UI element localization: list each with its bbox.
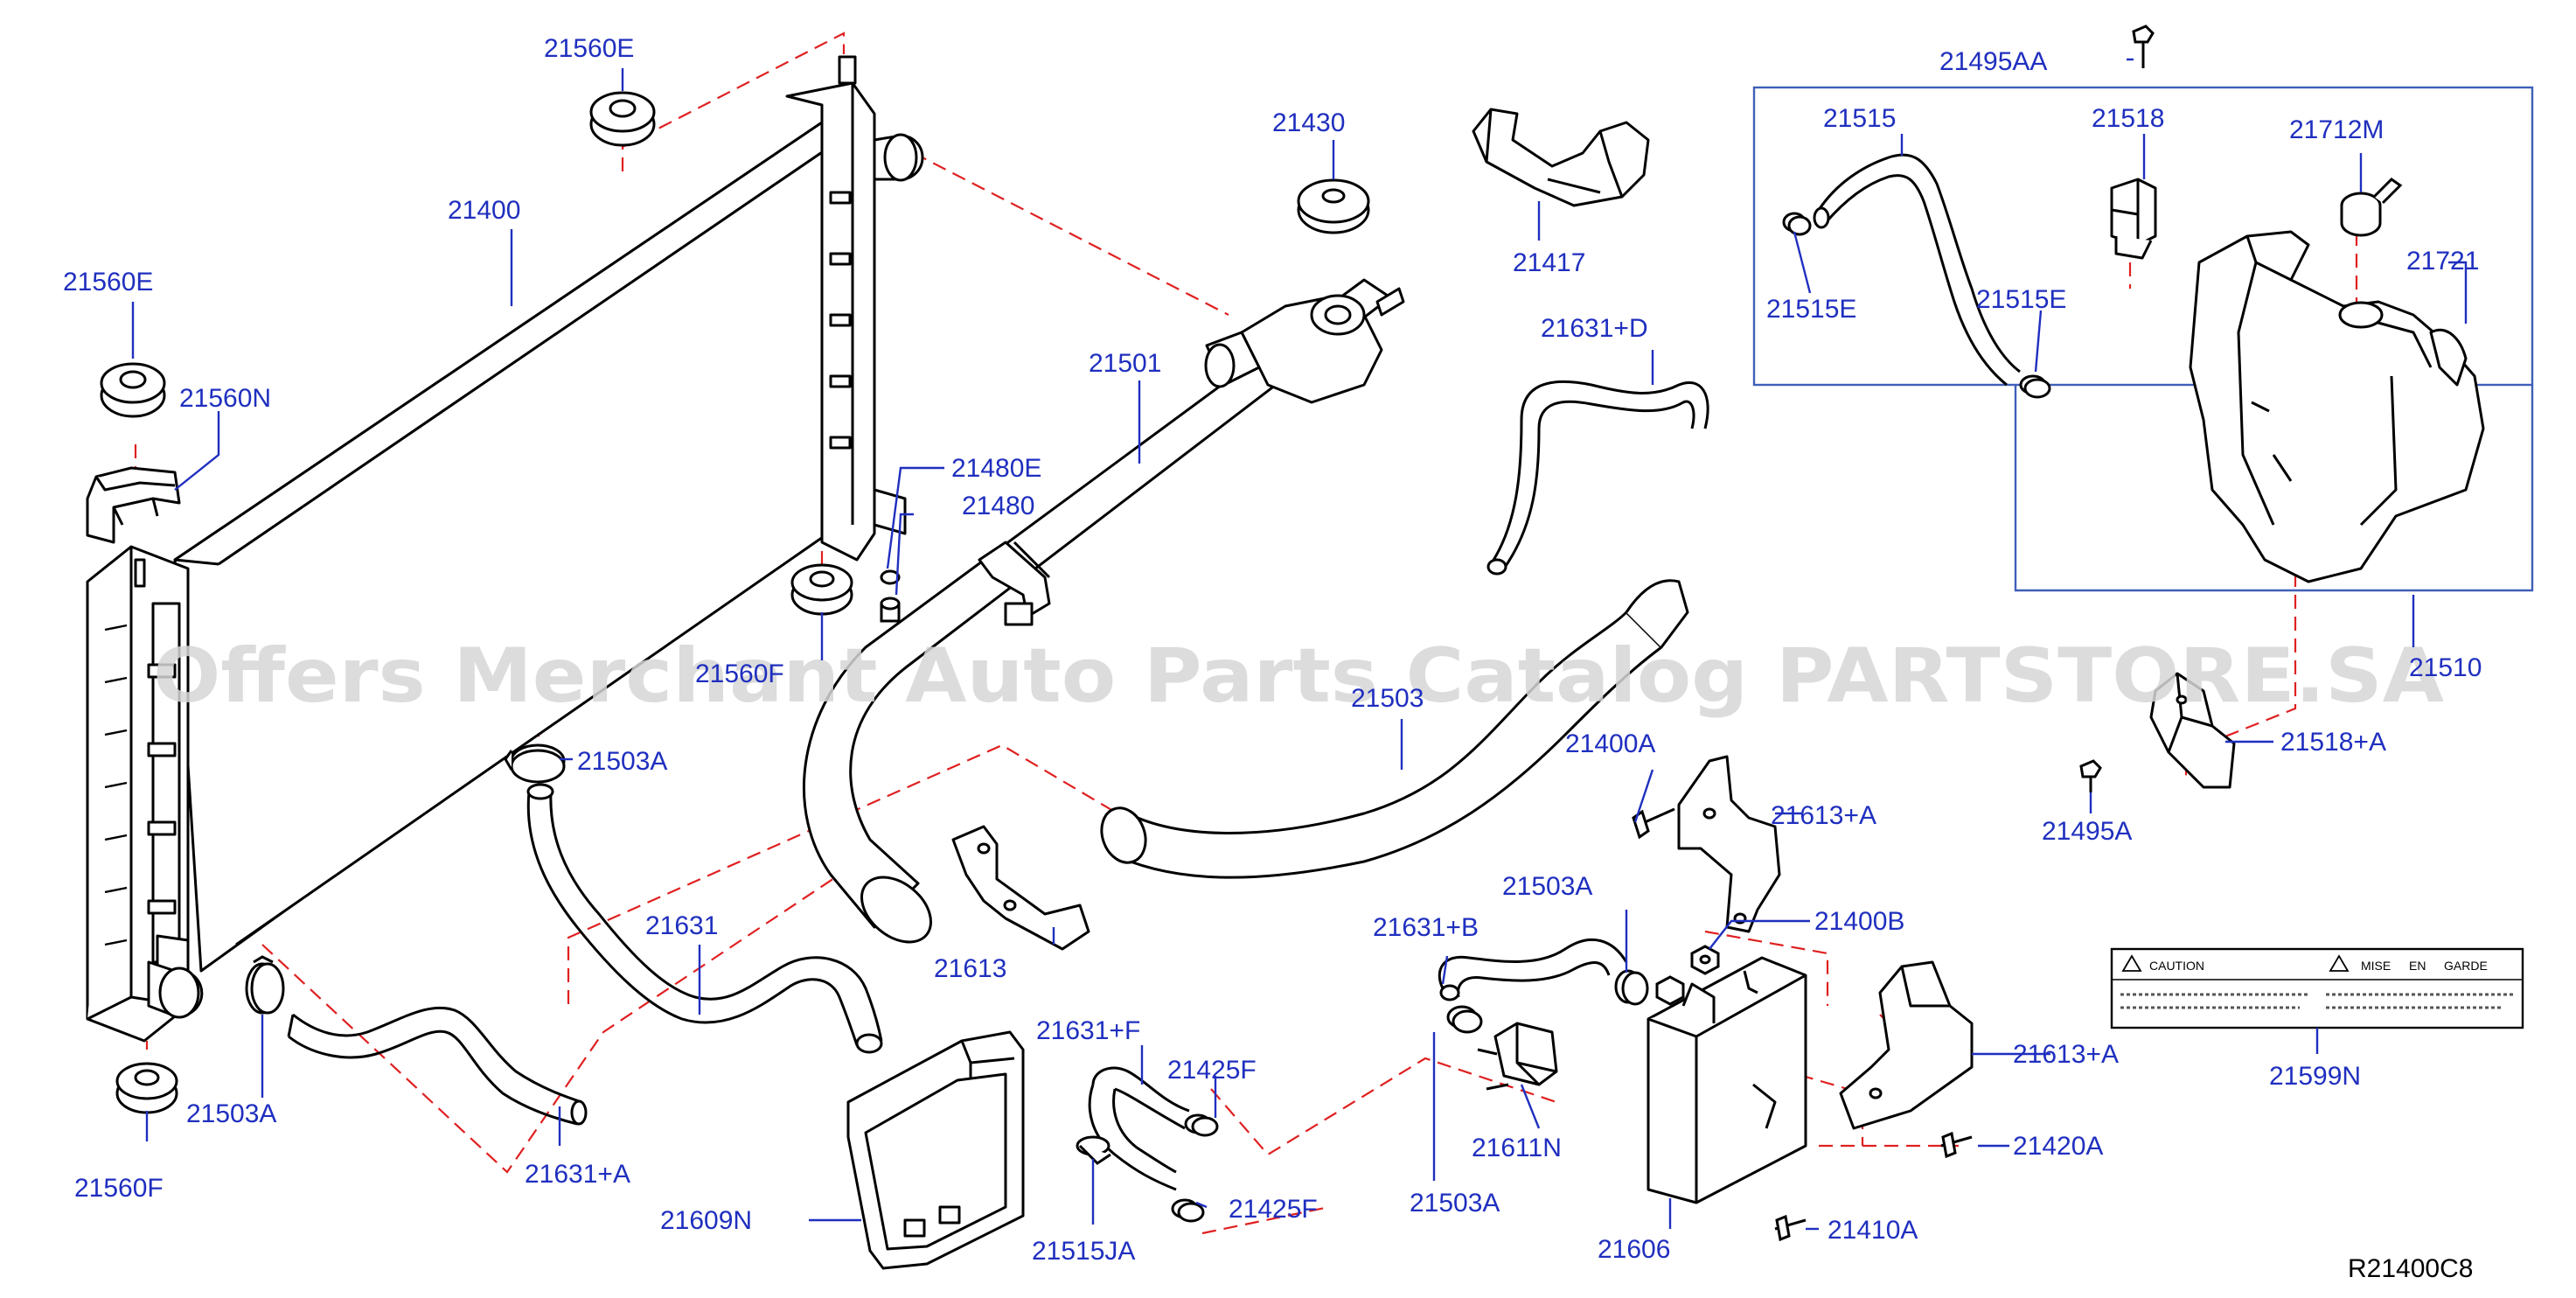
lower-hose-21503 <box>1100 579 1689 879</box>
cap-21712M <box>2340 178 2403 237</box>
reservoir-tank-21721 <box>2189 230 2485 583</box>
hose-21631D <box>1486 380 1709 576</box>
label-21606: 21606 <box>1598 1235 1670 1264</box>
hose-21631B <box>1438 938 1628 1001</box>
label-21503A-left: 21503A <box>186 1099 276 1128</box>
label-21518A: 21518+A <box>2280 728 2386 757</box>
clamp-21503A-left <box>245 955 285 1015</box>
clamp-21425F-bot <box>1171 1198 1205 1223</box>
bolt-21400A <box>1632 807 1675 840</box>
radiator-cap-21430 <box>1297 178 1370 234</box>
watermark-text: Offers Merchant Auto Parts Catalog PARTS… <box>153 632 2444 720</box>
label-21400A: 21400A <box>1565 729 1655 758</box>
label-21613A-top: 21613+A <box>1771 801 1876 830</box>
clamp-21515E-left <box>1782 212 1812 236</box>
hose-21631F <box>1088 1066 1190 1191</box>
reservoir-kit-box-lower <box>2014 385 2534 592</box>
grommet-21560E-top <box>589 91 656 147</box>
label-21425F-bot: 21425F <box>1229 1195 1318 1224</box>
label-21560F-mid: 21560F <box>695 659 784 688</box>
bracket-21518 <box>2110 178 2157 260</box>
label-21518: 21518 <box>2092 104 2164 133</box>
bracket-21417 <box>1472 108 1650 207</box>
shroud-21609N <box>846 1030 1025 1270</box>
bracket-21518A <box>2149 672 2236 789</box>
label-21503: 21503 <box>1351 684 1424 713</box>
bolt-21410A <box>1774 1214 1807 1242</box>
label-21400B: 21400B <box>1814 907 1904 936</box>
bolt-21420A <box>1940 1131 1973 1159</box>
diagram-code: R21400C8 <box>2348 1254 2473 1283</box>
mise-label-text: MISE <box>2361 959 2391 973</box>
clamp-21503A-mid <box>504 743 566 784</box>
label-21631: 21631 <box>645 911 718 940</box>
caution-label-text: CAUTION <box>2149 959 2204 973</box>
nut-21400B <box>1655 945 1720 1006</box>
bracket-21613A-bot <box>1839 960 1974 1130</box>
bracket-21613 <box>951 825 1090 951</box>
label-21599N: 21599N <box>2269 1062 2361 1091</box>
en-label-text: EN <box>2409 959 2426 973</box>
label-21503A-right: 21503A <box>1502 872 1592 901</box>
bolt-21495A <box>2079 759 2102 792</box>
label-21613: 21613 <box>934 954 1006 983</box>
label-21410A: 21410A <box>1828 1216 1918 1245</box>
clamp-21515E-right <box>2019 374 2051 399</box>
grommet-21560E-left <box>100 362 166 418</box>
hose-21631 <box>526 783 883 1054</box>
clamp-21425F-top <box>1184 1113 1219 1137</box>
label-21721: 21721 <box>2406 247 2479 276</box>
label-21510: 21510 <box>2409 653 2482 682</box>
radiator-21400 <box>86 55 924 1043</box>
part-labels: 21560E 21400 21560E 21560N 21480E 21480 … <box>63 34 2482 1266</box>
grommet-21560F-mid <box>790 563 853 616</box>
label-21515E-left: 21515E <box>1766 295 1856 324</box>
label-21515E-right: 21515E <box>1976 285 2066 314</box>
hose-21631A <box>287 1006 588 1126</box>
label-21631D: 21631+D <box>1541 314 1648 343</box>
label-21503A-mid: 21503A <box>577 747 667 776</box>
leader-lines <box>131 58 2468 1231</box>
drain-plug-21480 <box>880 569 901 623</box>
caution-label-21599N: CAUTION MISE EN GARDE <box>2110 947 2524 1029</box>
reservoir-kit-box <box>1752 86 2534 387</box>
label-21560F-left: 21560F <box>74 1174 164 1203</box>
label-21515: 21515 <box>1823 104 1896 133</box>
hose-21515 <box>1813 153 2021 387</box>
clamp-21503A-right <box>1614 969 1649 1006</box>
clamp-21503A-low <box>1446 1005 1483 1034</box>
bracket-21560N <box>86 466 181 544</box>
label-21480: 21480 <box>962 492 1034 520</box>
label-21425F-top: 21425F <box>1167 1056 1257 1085</box>
label-21503A-low: 21503A <box>1410 1189 1500 1218</box>
cooler-21606 <box>1647 956 1807 1204</box>
clip-21515JA <box>1076 1135 1111 1165</box>
label-21613A-bot: 21613+A <box>2013 1040 2119 1069</box>
label-21480E: 21480E <box>951 454 1041 483</box>
label-21495AA: 21495AA <box>1939 47 2047 76</box>
label-21495A: 21495A <box>2042 817 2132 846</box>
label-21631A: 21631+A <box>525 1160 630 1189</box>
label-21712M: 21712M <box>2289 115 2384 144</box>
label-21417: 21417 <box>1513 248 1585 277</box>
label-21609N: 21609N <box>660 1206 752 1235</box>
upper-hose-21501 <box>802 278 1405 944</box>
label-21501: 21501 <box>1089 349 1161 378</box>
bracket-21613A-top <box>1677 755 1781 933</box>
label-21631F: 21631+F <box>1036 1016 1140 1045</box>
label-21631B: 21631+B <box>1373 913 1479 942</box>
label-21611N: 21611N <box>1472 1134 1562 1162</box>
garde-label-text: GARDE <box>2444 959 2488 973</box>
label-21400: 21400 <box>448 196 520 225</box>
label-21515JA: 21515JA <box>1032 1237 1135 1266</box>
valve-21611N <box>1477 1022 1558 1091</box>
label-21420A: 21420A <box>2013 1132 2103 1161</box>
label-21560E-left: 21560E <box>63 268 153 297</box>
label-21560E-top: 21560E <box>544 34 634 63</box>
grommet-21560F-left <box>115 1062 178 1114</box>
bolt-21495AA <box>2132 24 2155 68</box>
label-21560N: 21560N <box>179 384 271 413</box>
label-21430: 21430 <box>1272 108 1345 137</box>
